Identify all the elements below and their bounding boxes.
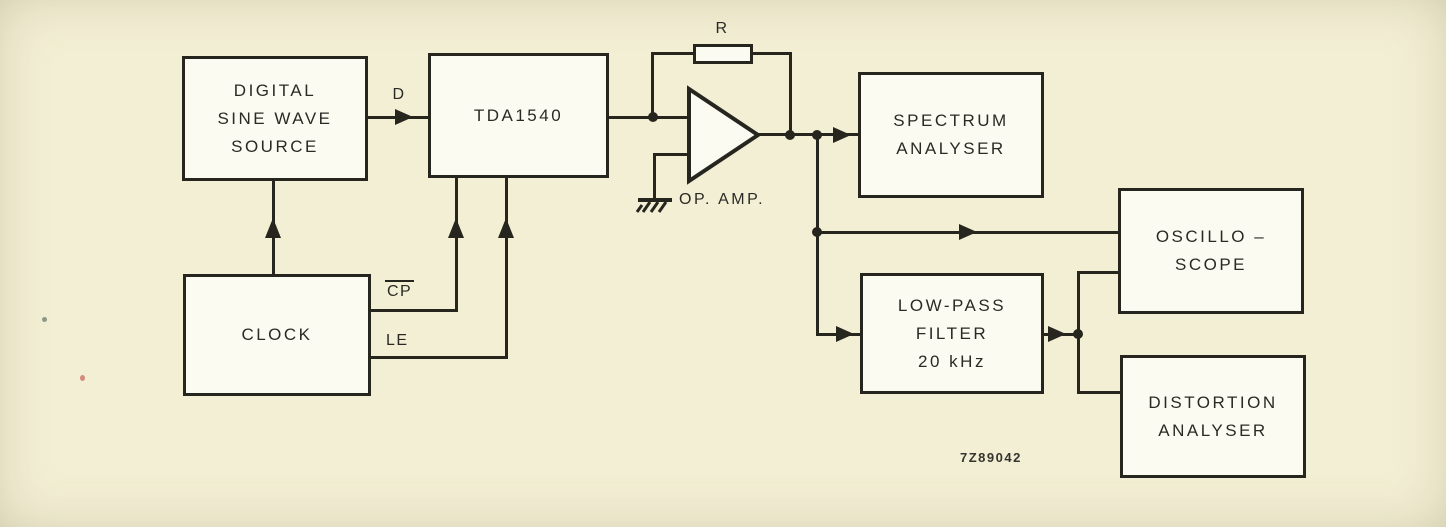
block-digital-sine-wave-source: DIGITAL SINE WAVE SOURCE [182,56,368,181]
label-cp: CP [385,280,415,301]
block-distortion-analyser-label: DISTORTION ANALYSER [1148,392,1278,440]
block-digital-sine-wave-source-label: DIGITAL SINE WAVE SOURCE [217,80,333,156]
block-oscilloscope-label: OSCILLO – SCOPE [1155,227,1267,274]
arrowhead-clock-to-source-icon [265,218,281,238]
block-tda1540: TDA1540 [428,53,609,178]
wire-le-vertical [505,177,508,359]
wire-lpf-to-oscilloscope [1077,271,1118,274]
label-r: R [715,20,729,37]
wire-feedback-right [789,52,792,136]
wire-le-horizontal [369,356,508,359]
block-clock-label: CLOCK [241,325,313,344]
wire-to-ground [653,153,656,200]
arrowhead-cp-icon [448,218,464,238]
wire-cp-vertical [455,177,458,312]
junction-opamp-input [648,112,658,122]
arrowhead-lpf-input-icon [836,326,854,342]
opamp-triangle-icon [687,85,762,185]
arrowhead-oscilloscope-icon [959,224,977,240]
wire-cp-horizontal [369,309,458,312]
wire-feedback-left [651,52,654,119]
wire-feedback-top-right [750,52,792,55]
block-clock: CLOCK [183,274,371,396]
block-spectrum-analyser-label: SPECTRUM ANALYSER [893,111,1009,158]
arrowhead-spectrum-icon [833,127,851,143]
wire-lpf-junction-up [1077,271,1080,336]
block-spectrum-analyser: SPECTRUM ANALYSER [858,72,1044,198]
wire-feedback-top-left [651,52,696,55]
arrowhead-lpf-output-icon [1048,326,1066,342]
wire-lpf-junction-down [1077,333,1080,394]
figure-code: 7Z89042 [960,450,1022,465]
block-tda1540-label: TDA1540 [473,105,564,125]
resistor-r-icon [693,44,753,64]
arrowhead-d-icon [395,109,413,125]
arrowhead-le-icon [498,218,514,238]
junction-oscilloscope-branch [812,227,822,237]
block-low-pass-filter-label: LOW-PASS FILTER 20 kHz [897,295,1007,371]
junction-output-branch [812,130,822,140]
label-d: D [392,86,406,103]
wire-lpf-to-distortion [1077,391,1120,394]
ground-icon [635,198,672,213]
label-cp-text: CP [385,280,415,301]
block-distortion-analyser: DISTORTION ANALYSER [1120,355,1306,478]
wire-opamp-noninverting-input [654,153,690,156]
label-le: LE [386,332,409,349]
junction-opamp-output [785,130,795,140]
wire-opamp-output [755,133,858,136]
junction-lpf-output [1073,329,1083,339]
scan-speck [42,317,47,322]
label-op-amp: OP. AMP. [679,191,766,208]
block-low-pass-filter: LOW-PASS FILTER 20 kHz [860,273,1044,394]
scan-speck [80,375,85,381]
block-oscilloscope: OSCILLO – SCOPE [1118,188,1304,314]
